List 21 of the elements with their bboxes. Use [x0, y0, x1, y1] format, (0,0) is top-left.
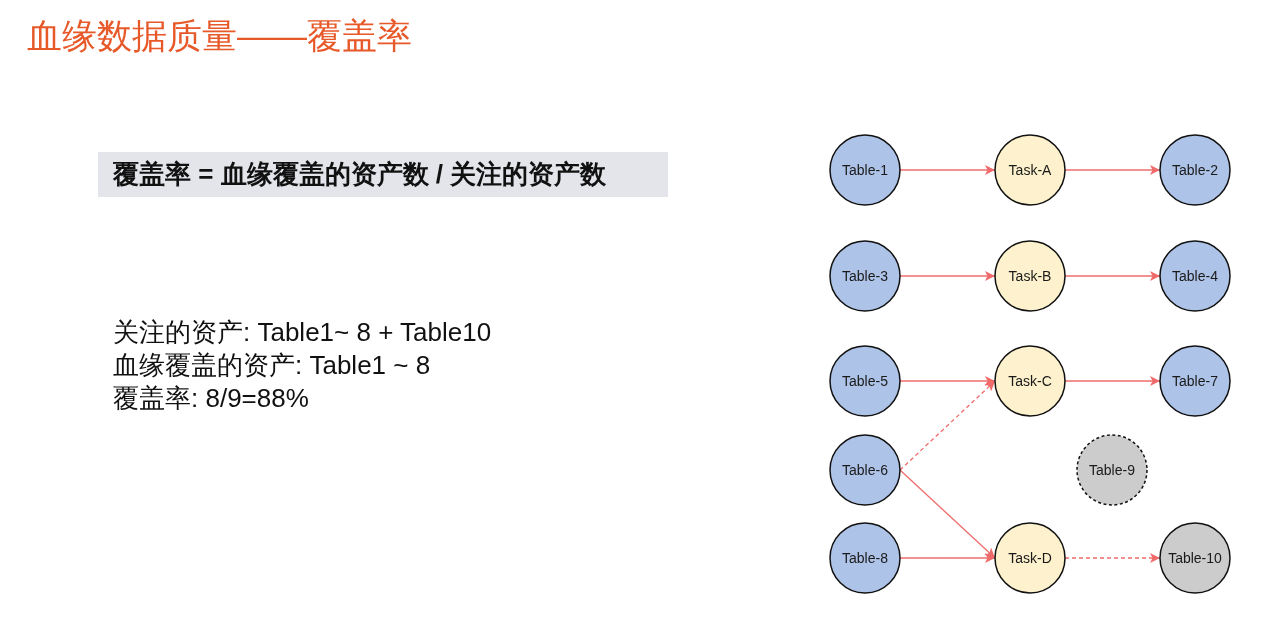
circle-node: Table-3: [829, 240, 901, 312]
circle-node: Table-8: [829, 522, 901, 594]
circle-node: Table-1: [829, 134, 901, 206]
circle-node: Table-5: [829, 345, 901, 417]
circle-node: Task-A: [994, 134, 1066, 206]
circle-node: Task-D: [994, 522, 1066, 594]
note-text: 血缘覆盖的资产: Table1 ~ 8: [113, 349, 431, 382]
circle-node: Table-6: [829, 434, 901, 506]
circle-node: Table-10: [1159, 522, 1231, 594]
circle-node: Task-C: [994, 345, 1066, 417]
note-text: 覆盖率: 8/9=88%: [113, 382, 309, 415]
circle-node: Table-2: [1159, 134, 1231, 206]
note-text: 关注的资产: Table1~ 8 + Table10: [113, 316, 492, 349]
circle-node: Table-7: [1159, 345, 1231, 417]
circle-node: Task-B: [994, 240, 1066, 312]
formula-band: 覆盖率 = 血缘覆盖的资产数 / 关注的资产数: [98, 152, 668, 197]
title: 血缘数据质量——覆盖率: [27, 15, 412, 57]
dashed-circle-node: Table-9: [1076, 434, 1148, 506]
arrow: [899, 469, 996, 559]
dashed-arrow: [899, 380, 996, 471]
circle-node: Table-4: [1159, 240, 1231, 312]
